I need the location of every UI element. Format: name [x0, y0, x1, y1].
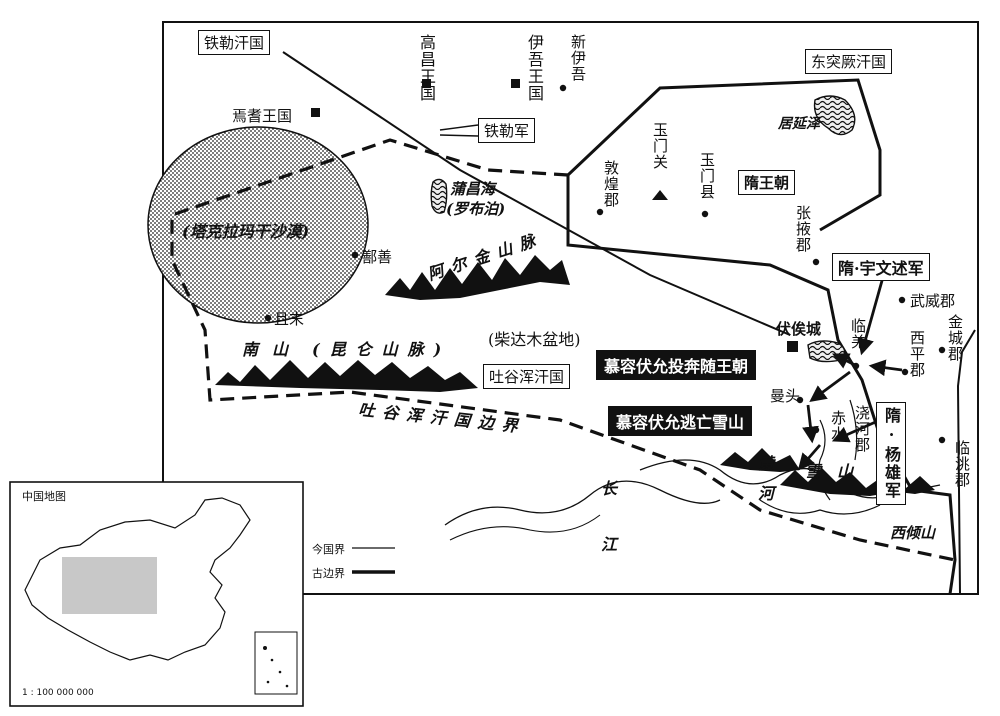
- yuwenshu-army-label: 隋·宇文述军: [832, 253, 930, 281]
- puchanghai-label: 蒲昌海: [450, 180, 496, 198]
- tiele-army-pointer2: [439, 134, 479, 137]
- legend-modern-label: 今国界: [312, 543, 345, 556]
- kunlun-label: (昆仑山脉): [312, 340, 452, 359]
- map-frame: [162, 21, 979, 595]
- qaidam-label: (柴达木盆地): [488, 330, 581, 349]
- linqiang-label: 临羌: [849, 318, 867, 350]
- taklamakan-desert-area: [147, 126, 369, 324]
- sui-border-line: [566, 175, 957, 595]
- juyanze-label: 居延泽: [778, 116, 820, 132]
- east-turk-khaganate-label: 东突厥汗国: [805, 49, 893, 74]
- yumenxian-label: 玉门县: [698, 152, 716, 200]
- sui-north-border-line: [566, 78, 882, 232]
- lintao-label: 临洮郡: [953, 440, 971, 488]
- arrow-xiping: [868, 359, 903, 377]
- yumenguan-marker: [652, 190, 668, 200]
- inset-south-sea-box: [254, 631, 298, 695]
- inset-title: 中国地图: [22, 490, 66, 503]
- tiele-khaganate-label: 铁勒汗国: [198, 30, 271, 55]
- arrow-mantou: [809, 370, 851, 402]
- xiqingshan-label: 西倾山: [890, 524, 936, 542]
- yangxiong-army-label: 隋·杨雄军: [876, 402, 906, 505]
- arrow-yangxiong: [831, 418, 881, 443]
- wuwei-label: 武威郡: [910, 292, 956, 310]
- city-dots: [264, 84, 946, 444]
- taklamakan-label: (塔克拉玛干沙漠): [182, 222, 310, 241]
- arrow-to-fusi: [831, 353, 856, 369]
- flee-to-sui-label: 慕容伏允投奔随王朝: [596, 350, 757, 380]
- juyanze-lake: [813, 95, 856, 136]
- jiaohe-label: 浇河郡: [853, 405, 871, 453]
- arrow-yuwenshu: [857, 269, 887, 356]
- yangtze-river: [444, 480, 721, 526]
- yiwu-kingdom-label: 伊吾王国: [525, 34, 544, 102]
- sui-dynasty-label: 隋王朝: [738, 170, 796, 195]
- changjiang-label: 长江: [598, 480, 617, 592]
- arrow-flee-1: [802, 404, 819, 444]
- fusicheng-label: 伏俟城: [776, 320, 822, 338]
- mantou-label: 曼头: [770, 387, 801, 405]
- tiele-army-label: 铁勒军: [478, 118, 536, 143]
- tuyuhun-border-dashed: [170, 138, 956, 562]
- flee-to-snow-mountain-label: 慕容伏允逃亡雪山: [608, 406, 753, 436]
- xinyiwu-label: 新伊吾: [569, 34, 587, 82]
- inset-highlight-region: [62, 557, 157, 614]
- nanshan-label: 南山: [242, 340, 303, 359]
- puchanghai-lake: [430, 178, 448, 214]
- east-border-line: [956, 329, 976, 595]
- capital-squares: [311, 79, 798, 352]
- huanghe-label: 黄河: [755, 455, 774, 515]
- chishui-label: 赤水: [829, 410, 847, 442]
- kunlun-mountains: [215, 360, 478, 392]
- legend-ancient-label: 古边界: [312, 567, 345, 580]
- shanshan-label: 鄯善: [362, 248, 393, 266]
- yangtze-river-2: [449, 514, 601, 541]
- inset-scale: 1 : 100 000 000: [22, 688, 94, 698]
- jincheng-label: 金城郡: [946, 314, 964, 362]
- altun-mountains: [385, 255, 570, 300]
- lopnur-label: (罗布泊): [446, 200, 506, 218]
- zhangye-label: 张掖郡: [794, 205, 812, 253]
- gaochang-kingdom-label: 高昌王国: [417, 34, 436, 102]
- xueshan-label: 雪山: [805, 462, 870, 481]
- yanqi-kingdom-label: 焉耆王国: [232, 107, 293, 125]
- inset-south-sea-islands: [263, 646, 289, 688]
- xiping-label: 西平郡: [908, 330, 926, 378]
- arrow-flee-2: [797, 444, 822, 471]
- inset-china-outline: [24, 497, 251, 661]
- tiele-army-route: [282, 51, 791, 336]
- qiemo-label: 且末: [274, 310, 305, 328]
- yumenguan-label: 玉门关: [651, 122, 669, 170]
- yellow-river-bank: [759, 499, 881, 515]
- tuyuhun-khaganate-label: 吐谷浑汗国: [483, 364, 571, 389]
- dunhuang-label: 敦煌郡: [602, 160, 620, 208]
- tiele-army-pointer: [439, 124, 479, 131]
